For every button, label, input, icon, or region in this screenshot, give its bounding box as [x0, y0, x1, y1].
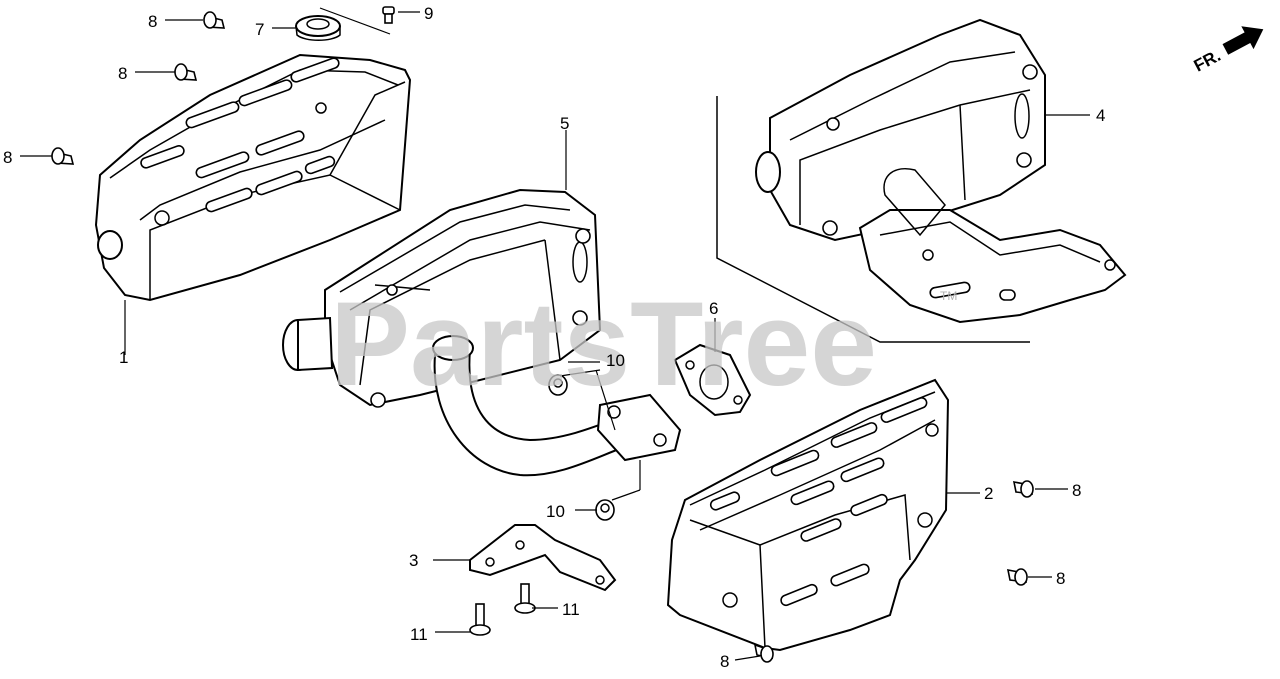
callout-5: 5 — [560, 114, 569, 133]
callout-11-left: 11 — [410, 625, 428, 644]
flange-nut-10-a[interactable] — [548, 374, 568, 396]
muffler-protector-part-1[interactable] — [94, 53, 412, 302]
callout-11-right: 11 — [562, 600, 580, 619]
muffler-stay-part-3[interactable] — [469, 524, 617, 592]
muffler-protector-part-2[interactable] — [666, 378, 950, 652]
front-arrow-icon — [1222, 26, 1264, 55]
front-direction-indicator: FR. — [1191, 26, 1264, 76]
leader-lines — [20, 7, 1090, 661]
callout-3: 3 — [409, 551, 418, 570]
callout-1: 1 — [119, 348, 128, 367]
muffler-assembly-part-4[interactable] — [716, 18, 1127, 343]
screw-8-e[interactable] — [1006, 568, 1028, 586]
callout-8-top: 8 — [148, 12, 157, 31]
callout-8-upper: 8 — [118, 64, 127, 83]
muffler-part-5[interactable] — [282, 188, 682, 477]
flange-bolt-11-a[interactable] — [514, 583, 536, 614]
callout-8-right-upper: 8 — [1072, 481, 1081, 500]
callout-9: 9 — [424, 4, 433, 23]
screw-8-f[interactable] — [753, 643, 774, 663]
flange-nut-10-b[interactable] — [595, 499, 615, 521]
callout-8-left: 8 — [3, 148, 12, 167]
watermark: PartsTree TM — [330, 277, 957, 411]
callout-10-lower: 10 — [546, 502, 565, 521]
rubber-grommet-part-7[interactable] — [295, 15, 341, 41]
callout-4: 4 — [1096, 106, 1105, 125]
watermark-text: PartsTree — [330, 277, 877, 411]
screw-8-c[interactable] — [51, 147, 75, 165]
callout-7: 7 — [255, 20, 264, 39]
callout-10-upper: 10 — [606, 351, 625, 370]
flange-bolt-11-b[interactable] — [469, 603, 491, 636]
front-label: FR. — [1191, 46, 1224, 76]
callout-6: 6 — [709, 299, 718, 318]
callout-2: 2 — [984, 484, 993, 503]
watermark-trademark: TM — [940, 289, 957, 303]
callout-8-right-lower: 8 — [1056, 569, 1065, 588]
screw-9[interactable] — [382, 6, 395, 24]
callout-8-bottom: 8 — [720, 652, 729, 671]
screw-8-d[interactable] — [1012, 480, 1034, 498]
callout-labels: 8 7 9 8 8 1 5 4 6 10 10 3 11 11 2 8 8 8 — [3, 4, 1105, 671]
screw-8-b[interactable] — [174, 63, 198, 81]
exhaust-gasket-part-6[interactable] — [673, 343, 752, 417]
screw-8-a[interactable] — [203, 11, 226, 29]
